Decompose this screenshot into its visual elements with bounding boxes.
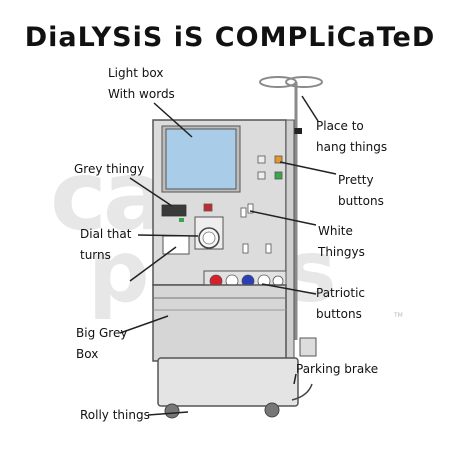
orange-button: [274, 155, 283, 164]
green-button: [274, 171, 283, 180]
page-title: DiaLYSiS iS COMPLiCaTeD: [24, 22, 436, 53]
parking-brake: [291, 383, 313, 401]
light-box-screen: [165, 128, 237, 190]
watermark-tm: TM: [394, 312, 403, 319]
label-parking-brake: Parking brake: [296, 362, 379, 376]
label-rolly-things: Rolly things: [80, 408, 150, 422]
wheel-right: [264, 402, 280, 418]
grey-thingy-display: [161, 204, 187, 217]
machine-tower: [152, 119, 295, 361]
label-grey-thingy: Grey thingy: [74, 162, 145, 176]
iv-pole: [259, 76, 323, 340]
machine-base: [157, 337, 317, 419]
big-grey-box: [152, 284, 287, 362]
leader-lines: [119, 95, 337, 416]
wheel-left: [164, 403, 180, 419]
